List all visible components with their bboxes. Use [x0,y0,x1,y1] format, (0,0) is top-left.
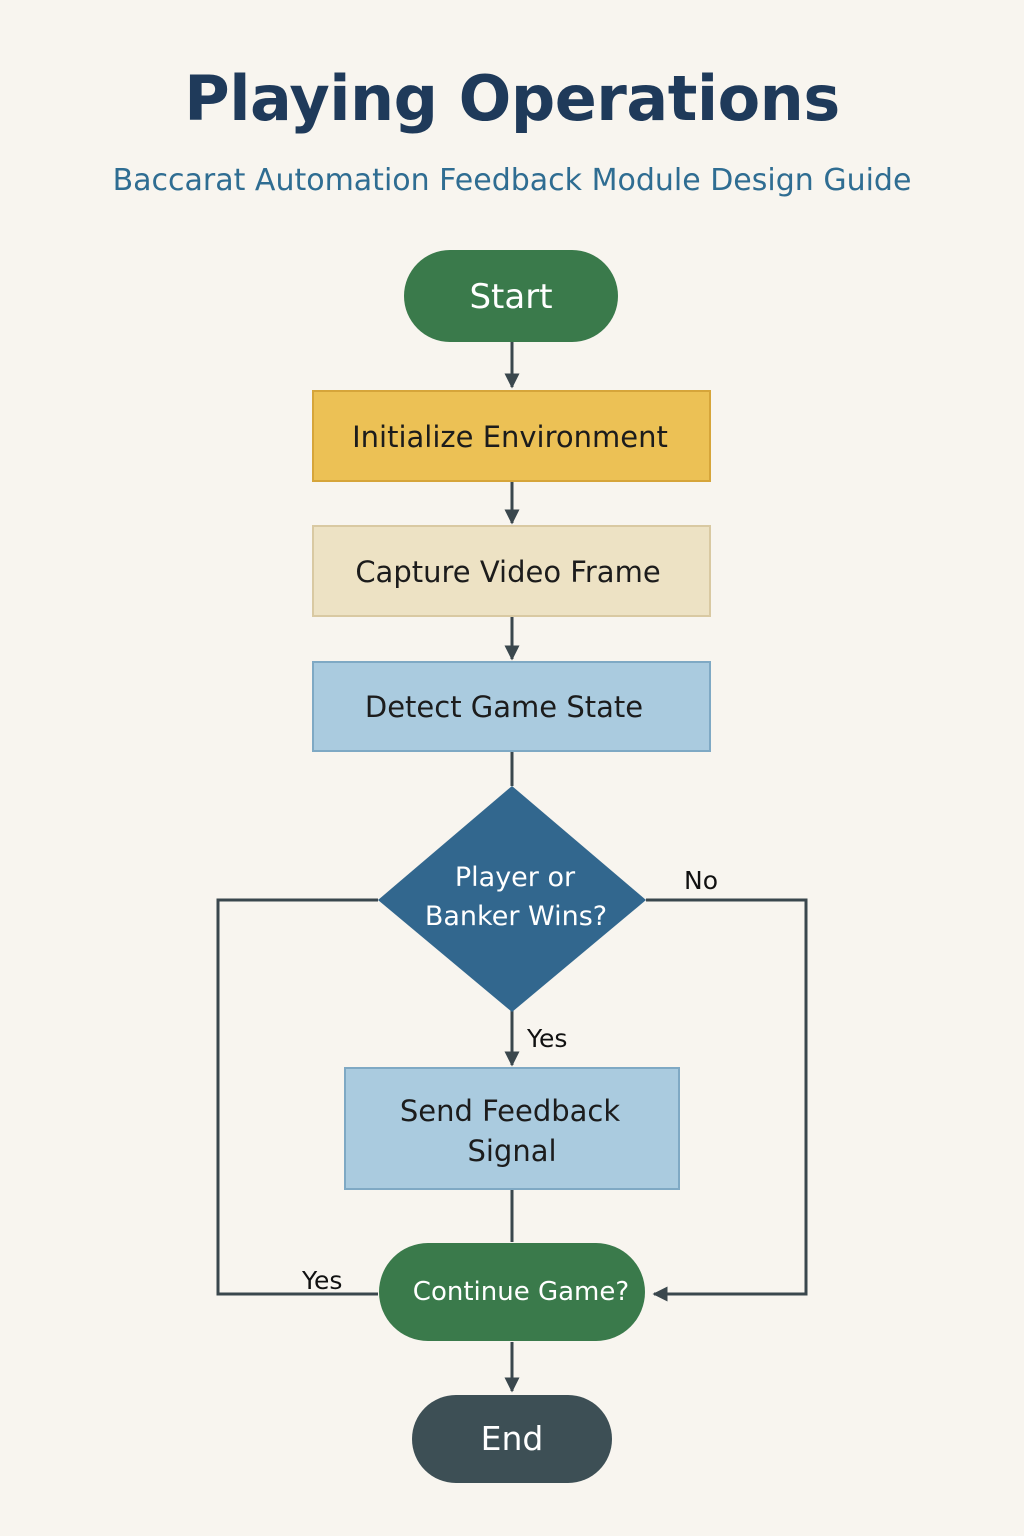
continue-node [379,1243,645,1341]
start-label: Start [469,277,552,317]
no-edge-label: No [684,866,718,895]
initialize-label: Initialize Environment [352,420,668,454]
continue-label: Continue Game? [413,1277,629,1307]
yes-loop-label: Yes [301,1266,342,1295]
page-title: Playing Operations [184,62,840,135]
yes-loop-path [216,898,378,1296]
capture-node [312,525,711,617]
yes-edge-label: Yes [526,1024,567,1053]
detect-node [312,661,711,752]
feedback-label-line1: Send Feedback [400,1094,621,1128]
no-path-to-continue [646,898,808,1302]
detect-label: Detect Game State [365,690,643,724]
connectors [216,342,808,1393]
end-node [412,1395,612,1483]
feedback-node [344,1067,680,1190]
decision-label-line1: Player or [455,862,576,893]
initialize-node [312,390,711,482]
decision-label-line2: Banker Wins? [425,901,607,932]
decision-node [378,786,646,1012]
page-subtitle: Baccarat Automation Feedback Module Desi… [112,163,912,198]
capture-label: Capture Video Frame [355,555,660,589]
start-node [404,250,618,342]
feedback-label-line2: Signal [467,1134,556,1168]
end-label: End [481,1419,544,1458]
